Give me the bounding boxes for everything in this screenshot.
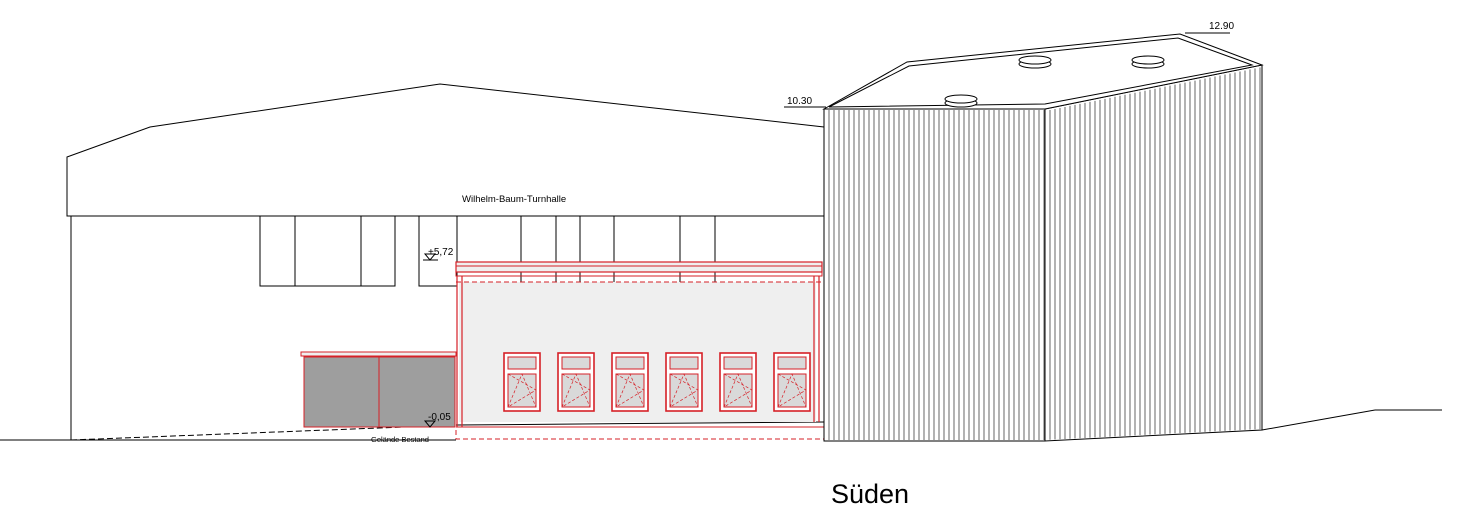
door-canopy (300, 351, 457, 357)
level-top-left-label: 10.30 (787, 96, 812, 107)
double-door (300, 351, 457, 428)
annex-windows (503, 352, 811, 412)
ground-existing-label: Gelände Bestand (371, 435, 429, 444)
level-marker-lower: -0,05 (423, 412, 451, 428)
level-lower-triangle-icon (423, 420, 437, 428)
annex-foundation-dashed (455, 426, 825, 440)
annex-window (503, 352, 541, 412)
block-front-face (823, 108, 1046, 442)
door-left-leaf (303, 356, 380, 428)
block-roof-inner (828, 37, 1254, 108)
annex-window (665, 352, 703, 412)
level-top-right-label: 12.90 (1209, 21, 1234, 32)
new-hall-block (822, 33, 1264, 442)
hall-window-left-1 (259, 215, 296, 287)
level-lower-label: -0,05 (428, 412, 451, 423)
annex-window (611, 352, 649, 412)
level-marker-upper: +5,72 (423, 247, 454, 261)
block-roof (822, 33, 1264, 110)
level-upper-label: +5,72 (428, 247, 454, 258)
hall-window-mid (418, 215, 458, 287)
roof-skylight-1 (944, 94, 978, 108)
roof-skylight-2 (1018, 55, 1052, 69)
hall-roof-outline (66, 83, 825, 217)
new-annex (455, 261, 825, 440)
view-title: Süden (831, 479, 909, 509)
hall-window-left-3 (360, 215, 396, 287)
annex-roof-band (455, 261, 823, 273)
annex-window (773, 352, 811, 412)
ground (0, 409, 1442, 441)
annex-roof-lower (455, 271, 823, 277)
level-marker-top-left: 10.30 (784, 96, 826, 108)
hall-name-label: Wilhelm-Baum-Turnhalle (462, 194, 566, 205)
annex-window (557, 352, 595, 412)
ground-line-mid (455, 421, 825, 426)
hall-window-left-2 (294, 215, 362, 287)
ground-line-right (1261, 409, 1376, 431)
door-right-leaf (378, 356, 456, 428)
annex-window (719, 352, 757, 412)
ground-existing-dashed (70, 424, 457, 441)
roof-skylight-3 (1131, 55, 1165, 69)
level-upper-triangle-icon (423, 253, 437, 261)
block-cladding-ribs (828, 67, 1261, 440)
level-marker-top-right: 12.90 (1185, 21, 1234, 34)
block-side-face (1044, 64, 1263, 442)
